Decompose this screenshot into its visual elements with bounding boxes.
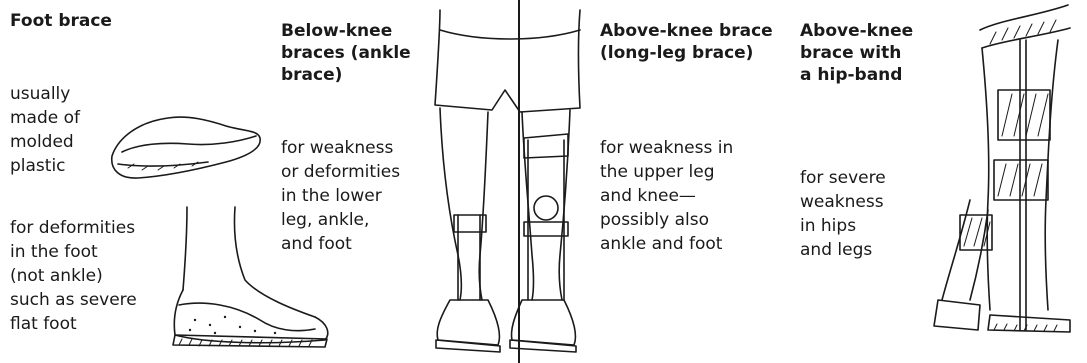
title-line: Foot brace: [10, 10, 112, 32]
title-line: Below-knee: [281, 20, 411, 42]
foot-brace-material-note: usually made of molded plastic: [10, 82, 80, 178]
title-line: Above-knee brace: [600, 20, 773, 42]
above-knee-brace-use-note: for weakness in the upper leg and knee— …: [600, 136, 733, 256]
child-legs-with-braces-illustration: [410, 0, 610, 363]
note-line: in the lower: [281, 184, 400, 208]
note-line: for weakness: [281, 136, 400, 160]
note-line: plastic: [10, 154, 80, 178]
note-line: weakness: [800, 190, 886, 214]
note-line: for severe: [800, 166, 886, 190]
note-line: such as severe: [10, 288, 137, 312]
note-line: and foot: [281, 232, 400, 256]
above-knee-brace-title: Above-knee brace (long-leg brace): [600, 20, 773, 64]
note-line: flat foot: [10, 312, 137, 336]
note-line: for weakness in: [600, 136, 733, 160]
note-line: (not ankle): [10, 264, 137, 288]
foot-brace-title: Foot brace: [10, 10, 112, 32]
hip-band-brace-use-note: for severe weakness in hips and legs: [800, 166, 886, 262]
molded-plastic-insert-illustration: [108, 108, 263, 188]
below-knee-brace-title: Below-knee braces (ankle brace): [281, 20, 411, 86]
hip-band-brace-title: Above-knee brace with a hip-band: [800, 20, 913, 86]
hip-band-brace-illustration: [930, 0, 1080, 363]
note-line: the upper leg: [600, 160, 733, 184]
below-knee-brace-use-note: for weakness or deformities in the lower…: [281, 136, 400, 256]
foot-brace-use-note: for deformities in the foot (not ankle) …: [10, 216, 137, 336]
note-line: molded: [10, 130, 80, 154]
title-line: brace): [281, 64, 411, 86]
title-line: Above-knee: [800, 20, 913, 42]
title-line: brace with: [800, 42, 913, 64]
note-line: and knee—: [600, 184, 733, 208]
title-line: braces (ankle: [281, 42, 411, 64]
title-line: (long-leg brace): [600, 42, 773, 64]
note-line: and legs: [800, 238, 886, 262]
title-line: a hip-band: [800, 64, 913, 86]
note-line: ankle and foot: [600, 232, 733, 256]
note-line: or deformities: [281, 160, 400, 184]
note-line: possibly also: [600, 208, 733, 232]
note-line: for deformities: [10, 216, 137, 240]
note-line: usually: [10, 82, 80, 106]
note-line: leg, ankle,: [281, 208, 400, 232]
section-divider: [517, 0, 521, 363]
note-line: in the foot: [10, 240, 137, 264]
note-line: made of: [10, 106, 80, 130]
note-line: in hips: [800, 214, 886, 238]
